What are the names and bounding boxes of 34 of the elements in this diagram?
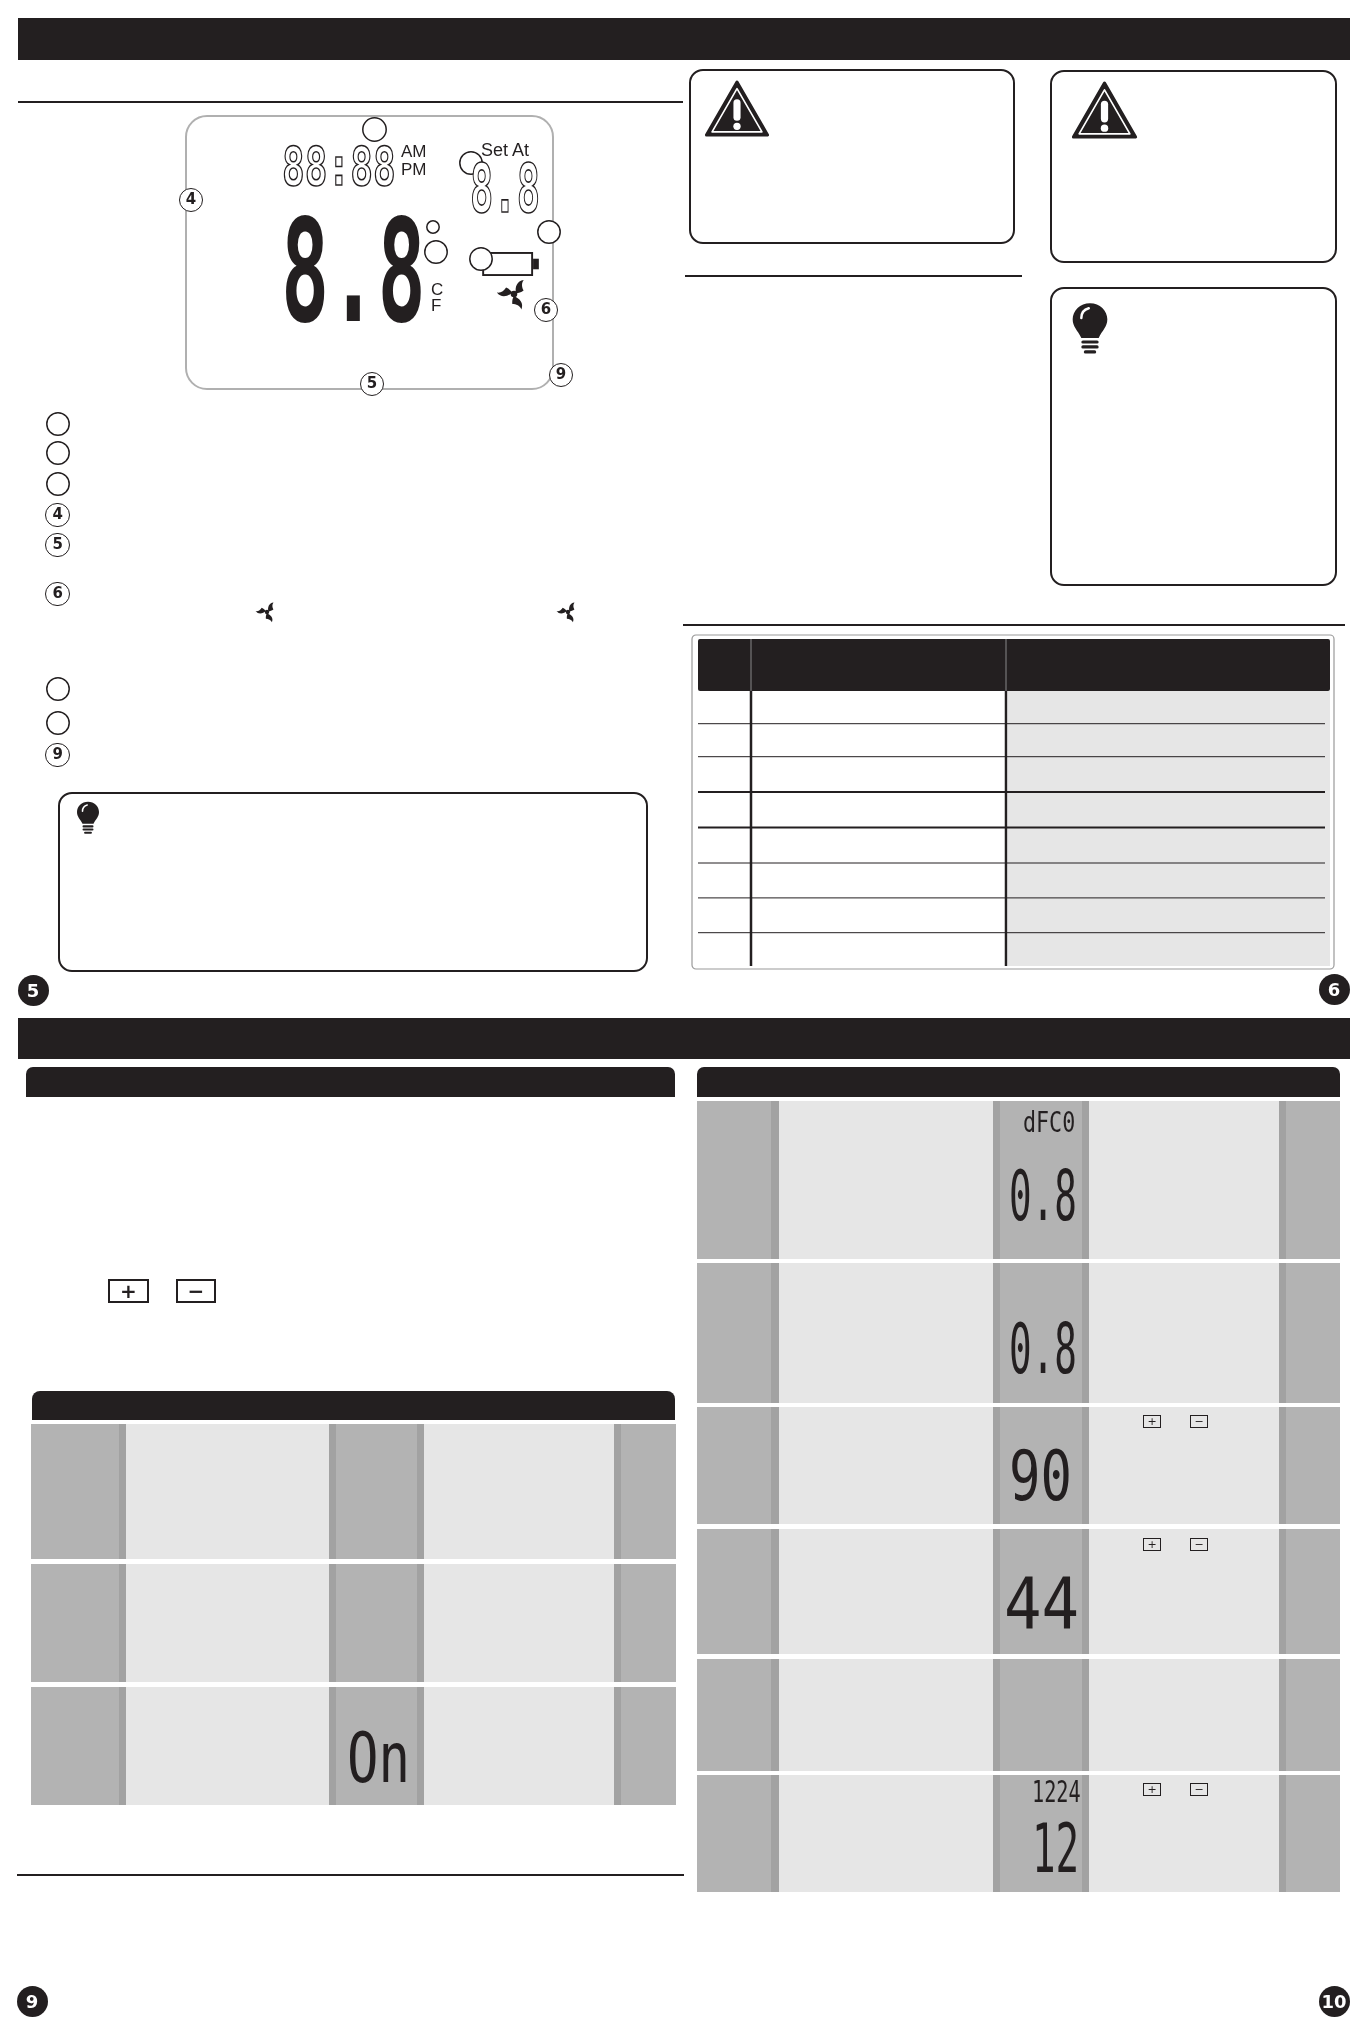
- lcd-readout: 12: [1032, 1823, 1080, 1875]
- set-point-readout: 8.8: [470, 163, 540, 215]
- plus-key: +: [108, 1279, 149, 1303]
- minus-key: −: [1190, 1415, 1208, 1428]
- lcd-readout: 0.8: [1009, 1323, 1077, 1377]
- callout-number: 9: [548, 362, 574, 388]
- minus-key: −: [1190, 1783, 1208, 1796]
- callout-number: 4: [178, 187, 204, 213]
- set-at-label: Set At: [481, 144, 530, 158]
- plus-key: +: [1143, 1783, 1161, 1796]
- pm-label: PM: [401, 164, 427, 177]
- plus-key: +: [1143, 1415, 1161, 1428]
- lcd-readout: dFC0: [1023, 1112, 1076, 1134]
- page-number: 10: [1318, 1985, 1350, 2017]
- minus-key: −: [176, 1279, 216, 1303]
- fahrenheit-label: F: [431, 300, 442, 313]
- callout-number: 5: [45, 532, 70, 558]
- page-number: 5: [17, 974, 49, 1006]
- page-number: 6: [1318, 973, 1350, 1005]
- lcd-readout: 1224: [1032, 1781, 1081, 1804]
- am-label: AM: [401, 146, 427, 159]
- lcd-readout: 0.8: [1009, 1170, 1077, 1224]
- minus-key: −: [1190, 1538, 1208, 1551]
- callout-number: 5: [359, 371, 385, 397]
- callout-number: 9: [45, 742, 70, 768]
- page-number: 9: [16, 1985, 48, 2017]
- lcd-readout: 44: [1004, 1577, 1080, 1632]
- celsius-label: C: [431, 284, 444, 297]
- lcd-readout: On: [347, 1732, 410, 1785]
- callout-number: 6: [533, 297, 559, 323]
- plus-key: +: [1143, 1538, 1161, 1551]
- callout-number: 6: [45, 581, 70, 607]
- callout-number: 4: [45, 502, 70, 528]
- lcd-readout: 90: [1009, 1450, 1072, 1503]
